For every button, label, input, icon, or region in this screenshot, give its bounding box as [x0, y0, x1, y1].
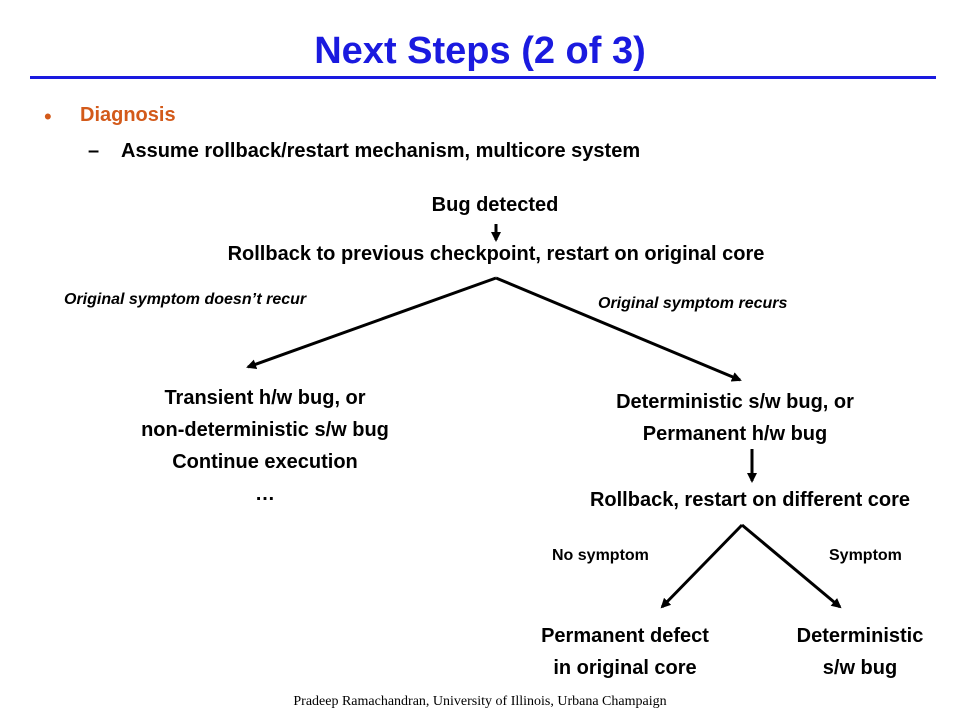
bullet-marker: •: [44, 104, 52, 129]
deterministic-sw-line-2: s/w bug: [822, 657, 898, 679]
slide-footer: Pradeep Ramachandran, University of Illi…: [293, 694, 667, 709]
node-rollback-different-core: Rollback, restart on different core: [589, 489, 911, 511]
transient-line-1: Transient h/w bug, or: [164, 387, 366, 409]
slide-title: Next Steps (2 of 3): [314, 30, 646, 72]
deterministic-line-1: Deterministic s/w bug, or: [616, 391, 854, 413]
permanent-defect-line-1: Permanent defect: [541, 625, 709, 647]
bullet-diagnosis: Diagnosis: [80, 104, 176, 126]
title-underline: [30, 76, 936, 79]
sub-bullet-marker: –: [88, 140, 100, 162]
node-deterministic-bug: Deterministic s/w bug, or Permanent h/w …: [565, 386, 905, 450]
arrow-to-deterministic-sw: [741, 523, 842, 609]
label-no-symptom: No symptom: [552, 547, 649, 564]
deterministic-line-2: Permanent h/w bug: [642, 423, 828, 445]
sub-bullet-assumption: Assume rollback/restart mechanism, multi…: [121, 140, 641, 162]
node-bug-detected: Bug detected: [431, 194, 559, 216]
label-symptom-doesnt-recur: Original symptom doesn’t recur: [64, 291, 307, 308]
arrow-to-permanent-defect: [660, 523, 744, 609]
arrow-to-deterministic: [495, 276, 742, 382]
transient-line-3: Continue execution: [172, 451, 358, 473]
node-transient-bug: Transient h/w bug, or non-deterministic …: [100, 382, 430, 510]
label-symptom: Symptom: [829, 547, 902, 564]
deterministic-sw-line-1: Deterministic: [796, 625, 924, 647]
node-deterministic-sw-bug: Deterministic s/w bug: [770, 620, 950, 684]
transient-line-2: non-deterministic s/w bug: [141, 419, 389, 441]
label-symptom-recurs: Original symptom recurs: [598, 295, 788, 312]
arrow-to-transient: [246, 276, 497, 370]
permanent-defect-line-2: in original core: [553, 657, 697, 679]
node-rollback-original-core: Rollback to previous checkpoint, restart…: [227, 243, 765, 265]
transient-line-4: …: [255, 483, 275, 505]
node-permanent-defect: Permanent defect in original core: [510, 620, 740, 684]
